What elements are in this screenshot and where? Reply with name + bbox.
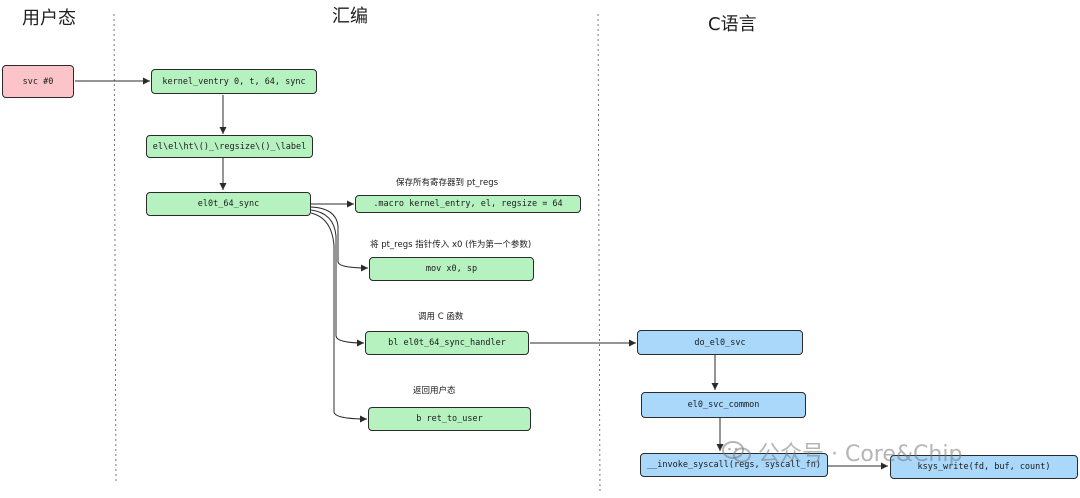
b-ret-to-user-node: b ret_to_user (368, 407, 531, 431)
mov-x0-sp-node: mov x0, sp (369, 257, 534, 281)
arrow-el0t-to-bl (310, 209, 365, 347)
note-save-registers: 保存所有寄存器到 pt_regs (396, 178, 499, 188)
arrow-el0t-to-mov (310, 206, 369, 272)
macro-kernel-entry-node: .macro kernel_entry, el, regsize = 64 (355, 195, 581, 213)
note-call-c-function: 调用 C 函数 (418, 312, 464, 322)
header-assembly: 汇编 (332, 6, 368, 27)
bl-el0t-64-sync-handler-node: bl el0t_64_sync_handler (365, 331, 529, 355)
arrow-el0t-to-ret (310, 212, 368, 423)
watermark: 公众号 · Core&Chip (722, 436, 962, 468)
header-user-mode: 用户态 (22, 8, 76, 29)
svc-node: svc #0 (2, 65, 74, 98)
watermark-text: 公众号 · Core&Chip (758, 442, 963, 467)
note-pass-pt-regs: 将 pt_regs 指针传入 x0 (作为第一个参数) (370, 240, 532, 250)
do-el0-svc-node: do_el0_svc (637, 330, 803, 355)
divider-user-asm (113, 13, 117, 485)
note-return-user-mode: 返回用户态 (413, 386, 456, 396)
kernel-ventry-node: kernel_ventry 0, t, 64, sync (151, 69, 317, 94)
el0t-64-sync-node: el0t_64_sync (146, 192, 311, 216)
wechat-icon (722, 441, 751, 463)
el-label-node: el\el\ht\()_\regsize\()_\label (146, 135, 313, 158)
el0-svc-common-node: el0_svc_common (641, 392, 806, 418)
header-c-language: C语言 (708, 14, 757, 35)
divider-asm-c (597, 13, 601, 495)
ksys-write-node: ksys_write(fd, buf, count) (890, 455, 1078, 479)
